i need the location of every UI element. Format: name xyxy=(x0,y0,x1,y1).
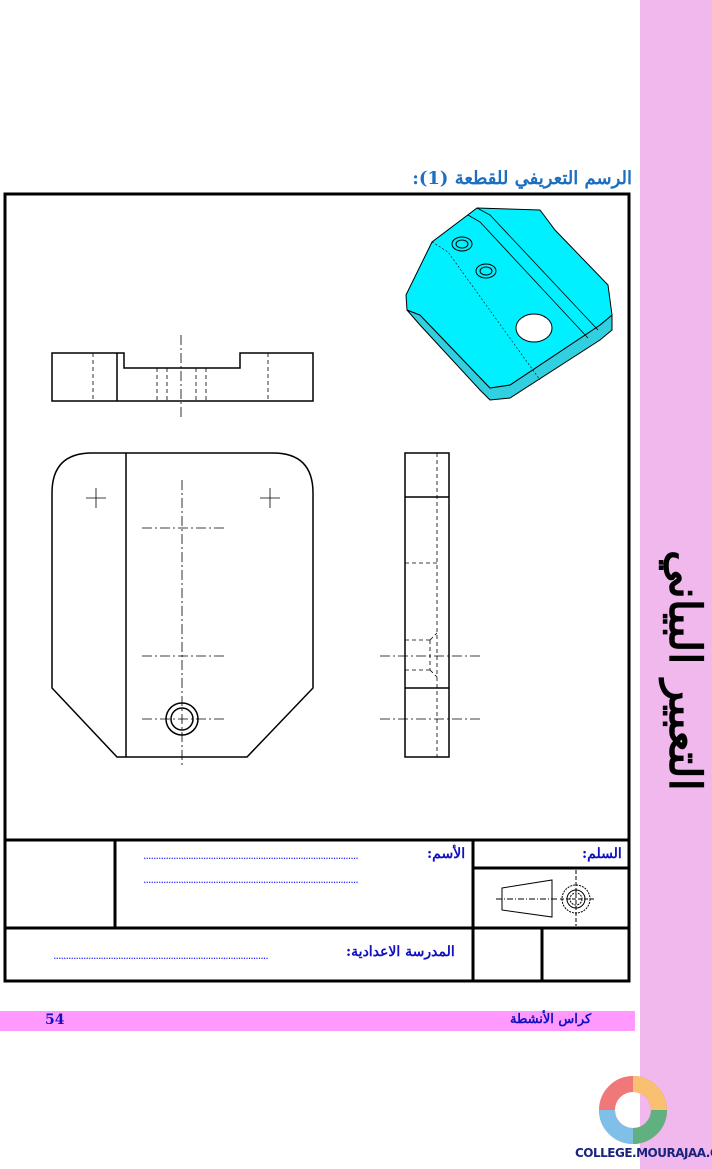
book-title: كراس الأنشطة xyxy=(510,1012,592,1027)
page-number: 54 xyxy=(45,1012,65,1028)
school-field[interactable]: ........................................… xyxy=(53,949,269,962)
scale-label: السلم: xyxy=(582,846,622,862)
drawing-frame xyxy=(3,192,631,983)
top-view xyxy=(51,452,314,765)
side-view xyxy=(380,452,480,758)
school-label: المدرسة الاعدادية: xyxy=(346,944,455,960)
logo-text[interactable]: COLLEGE.MOURAJAA.COM xyxy=(575,1146,712,1160)
sidebar xyxy=(640,0,712,1169)
name-field-line-2[interactable]: ........................................… xyxy=(143,873,359,886)
name-label: الأسم: xyxy=(427,846,466,862)
isometric-view xyxy=(405,207,613,401)
footer-bar: 54 كراس الأنشطة xyxy=(0,1011,635,1031)
name-field[interactable]: ........................................… xyxy=(143,849,359,862)
sidebar-title: التعبير البياني xyxy=(659,549,710,791)
projection-symbol xyxy=(496,870,594,926)
page-title: الرسم التعريفي للقطعة (1): xyxy=(412,168,632,189)
front-view xyxy=(51,335,314,420)
